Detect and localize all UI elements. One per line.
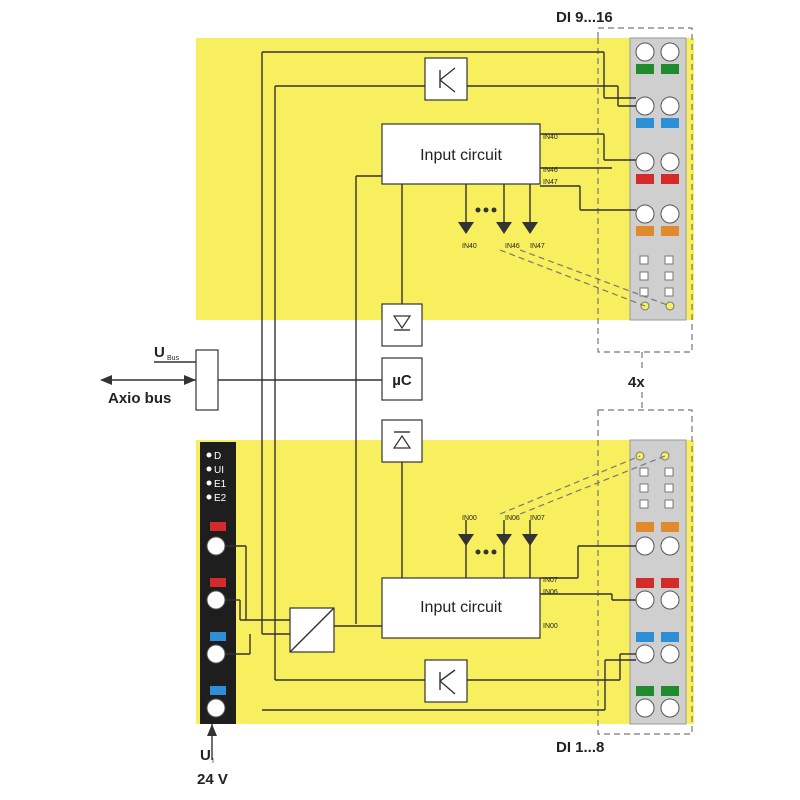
axio-bus-label: Axio bus (108, 390, 171, 407)
optocoupler-bottom (381, 419, 423, 463)
terminal-group-top (635, 42, 680, 311)
terminal-red-3 (636, 578, 654, 588)
terminal-blue-1 (636, 118, 654, 128)
status-led-panel: D UI E1 E2 (206, 451, 227, 504)
terminal-blue-3 (636, 632, 654, 642)
led-label-in06: IN06 (505, 515, 520, 522)
led-group-top (458, 207, 538, 234)
channel-label-in00: IN00 (543, 623, 558, 630)
supply-voltage-label: 24 V (197, 771, 228, 788)
supply-connector-red-2 (210, 578, 226, 587)
terminal-orange-3 (636, 522, 654, 532)
supply-connectors (206, 522, 226, 718)
channel-label-in06: IN06 (543, 589, 558, 596)
terminal-group-bottom (635, 451, 680, 718)
terminal-red-2 (661, 174, 679, 184)
u-supply-label: U (200, 747, 211, 764)
channel-label-in47: IN47 (543, 179, 558, 186)
microcontroller-box (381, 357, 423, 401)
terminal-orange-2 (661, 226, 679, 236)
terminal-orange-4 (661, 522, 679, 532)
status-led-ui: UI (214, 465, 224, 476)
status-led-d: D (214, 451, 221, 462)
supply-connector-blue-1 (210, 632, 226, 641)
terminal-blue-4 (661, 632, 679, 642)
u-supply-subscript: I (212, 758, 214, 765)
channel-label-in40: IN40 (543, 134, 558, 141)
led-label-in47: IN47 (530, 243, 545, 250)
terminal-green-1 (636, 64, 654, 74)
bus-connector (195, 349, 219, 411)
input-circuit-bottom-label: Input circuit (420, 599, 502, 616)
dc-converter (289, 607, 335, 653)
optocoupler-top (381, 303, 423, 347)
input-circuit-top (381, 123, 541, 185)
status-led-e1: E1 (214, 479, 227, 490)
channel-label-in46: IN46 (543, 167, 558, 174)
input-circuit-top-label: Input circuit (420, 147, 502, 164)
terminal-green-4 (661, 686, 679, 696)
terminal-orange-1 (636, 226, 654, 236)
led-label-in46: IN46 (505, 243, 520, 250)
transistor-top (424, 57, 468, 101)
led-label-in00: IN00 (462, 515, 477, 522)
di-top-label: DI 9...16 (556, 9, 613, 26)
u-bus-subscript: Bus (167, 355, 180, 362)
terminal-green-3 (636, 686, 654, 696)
transistor-bottom (424, 659, 468, 703)
led-label-in07: IN07 (530, 515, 545, 522)
dashed-outline-bottom (597, 409, 693, 735)
terminal-blue-2 (661, 118, 679, 128)
di-bottom-label: DI 1...8 (556, 739, 604, 756)
u-bus-label: U (154, 344, 165, 361)
terminal-green-2 (661, 64, 679, 74)
status-led-e2: E2 (214, 493, 227, 504)
terminal-red-4 (661, 578, 679, 588)
microcontroller-label: µC (392, 372, 412, 389)
multiplier-label: 4x (628, 374, 645, 391)
led-group-bottom (458, 534, 538, 555)
dashed-outline-top (597, 27, 693, 353)
channel-label-in07: IN07 (543, 577, 558, 584)
led-label-in40: IN40 (462, 243, 477, 250)
supply-connector-red-1 (210, 522, 226, 531)
supply-connector-blue-2 (210, 686, 226, 695)
terminal-red-1 (636, 174, 654, 184)
input-circuit-bottom (381, 577, 541, 639)
